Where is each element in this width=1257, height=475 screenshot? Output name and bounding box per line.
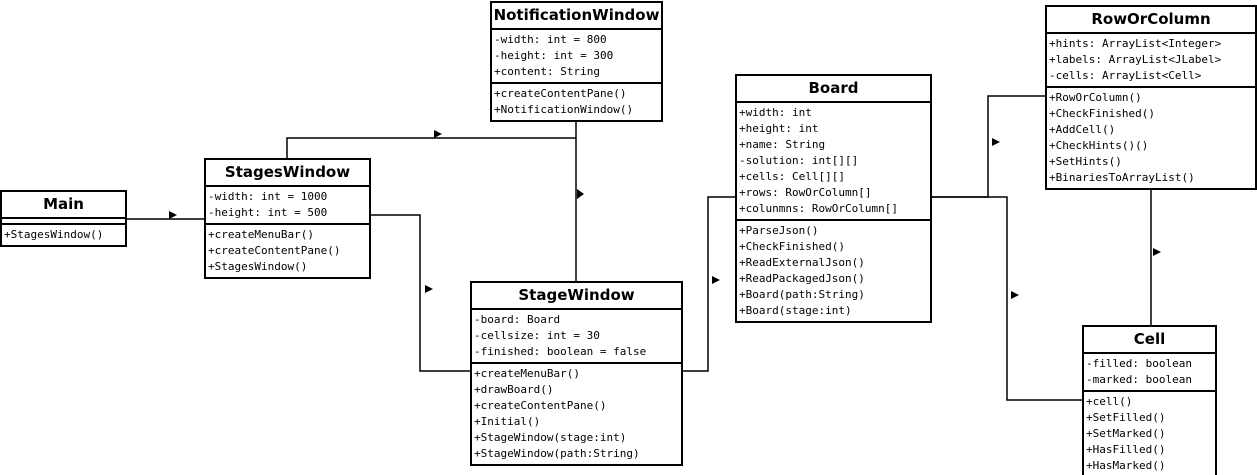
method: +SetHints() [1049,155,1122,168]
class-name: Main [2,192,125,219]
attribute-section: -width: int = 1000 -height: int = 500 [206,187,369,225]
attribute-section: +hints: ArrayList<Integer> +labels: Array… [1047,34,1255,88]
method: +Board(path:String) [739,288,865,301]
attribute: +name: String [739,138,826,151]
direction-arrow-right [712,276,720,284]
method-section: +createMenuBar() +drawBoard() +createConte… [472,364,681,464]
stageswindow-to-notification-line [286,137,576,158]
attribute: -board: Board [474,313,561,326]
attribute: +colunmns: RowOrColumn[] [739,202,898,215]
class-name: StagesWindow [206,160,369,187]
class-cell: Cell -filled: boolean -marked: boolean +cel… [1082,325,1217,475]
method: +CheckHints()() [1049,139,1149,152]
attribute-section: +width: int +height: int +name: String -sol… [737,103,930,221]
attribute: +content: String [494,65,600,78]
method-section: +StagesWindow() [2,225,125,245]
method: +Board(stage:int) [739,304,852,317]
method: +createMenuBar() [474,367,580,380]
attribute-section [2,219,125,225]
method: +createContentPane() [208,244,341,257]
class-stagewindow: StageWindow -board: Board -cellsize: int =… [470,281,683,466]
attribute: +labels: ArrayList<JLabel> [1049,53,1222,66]
attribute: +height: int [739,122,819,135]
method-section: +RowOrColumn() +CheckFinished() +AddCell()… [1047,88,1255,188]
method: +ReadPackagedJson() [739,272,865,285]
attribute: -width: int = 800 [494,33,607,46]
method: +CheckFinished() [739,240,845,253]
method: +CheckFinished() [1049,107,1155,120]
attribute-section: -board: Board -cellsize: int = 30 -finishe… [472,310,681,364]
class-main: Main +StagesWindow() [0,190,127,247]
attribute: +rows: RowOrColumn[] [739,186,872,199]
method: +StagesWindow() [208,260,308,273]
method: +SetMarked() [1086,427,1166,440]
method: +createContentPane() [494,87,627,100]
method: +HasFilled() [1086,443,1166,456]
method: +StagesWindow() [4,228,104,241]
method: +SetFilled() [1086,411,1166,424]
class-roworcolumn: RowOrColumn +hints: ArrayList<Integer> +la… [1045,5,1257,190]
method: +StageWindow(path:String) [474,447,640,460]
attribute: -filled: boolean [1086,357,1192,370]
class-name: NotificationWindow [492,3,661,30]
method: +createContentPane() [474,399,607,412]
method: +BinariesToArrayList() [1049,171,1195,184]
direction-arrow-right [1153,248,1161,256]
attribute: -marked: boolean [1086,373,1192,386]
attribute: +cells: Cell[][] [739,170,845,183]
class-notificationwindow: NotificationWindow -width: int = 800 -heig… [490,1,663,122]
attribute: +width: int [739,106,812,119]
method: +createMenuBar() [208,228,314,241]
attribute: -height: int = 300 [494,49,614,62]
method: +HasMarked() [1086,459,1166,472]
method-section: +ParseJson() +CheckFinished() +ReadExterna… [737,221,930,321]
attribute: -cells: ArrayList<Cell> [1049,69,1202,82]
class-board: Board +width: int +height: int +name: Strin… [735,74,932,323]
attribute: -height: int = 500 [208,206,328,219]
attribute: +hints: ArrayList<Integer> [1049,37,1222,50]
attribute: -width: int = 1000 [208,190,328,203]
class-name: Board [737,76,930,103]
attribute: -cellsize: int = 30 [474,329,600,342]
method: +RowOrColumn() [1049,91,1142,104]
direction-arrow-right [434,130,442,138]
method: +Initial() [474,415,541,428]
class-name: StageWindow [472,283,681,310]
direction-arrow-right [169,211,177,219]
method-section: +cell() +SetFilled() +SetMarked() +HasFille… [1084,392,1215,475]
direction-arrow-right [992,138,1000,146]
method: +cell() [1086,395,1133,408]
attribute-section: -width: int = 800 -height: int = 300 +cont… [492,30,661,84]
attribute: -finished: boolean = false [474,345,647,358]
attribute-section: -filled: boolean -marked: boolean [1084,354,1215,392]
attribute: -solution: int[][] [739,154,859,167]
class-stageswindow: StagesWindow -width: int = 1000 -height: i… [204,158,371,279]
direction-arrow-right [1011,291,1019,299]
method-section: +createContentPane() +NotificationWindow(… [492,84,661,120]
stagewindow-to-board-line [682,196,736,372]
method: +AddCell() [1049,123,1116,136]
board-to-roworcolumn-line [931,95,1046,198]
class-name: RowOrColumn [1047,7,1255,34]
class-name: Cell [1084,327,1215,354]
method: +drawBoard() [474,383,554,396]
board-to-cell-line [931,196,1083,401]
method: +ParseJson() [739,224,819,237]
method-section: +createMenuBar() +createContentPane() +Sta… [206,225,369,277]
direction-arrow-down [577,189,584,199]
stageswindow-to-stagewindow-line [370,214,471,372]
direction-arrow-right [425,285,433,293]
method: +StageWindow(stage:int) [474,431,627,444]
method: +NotificationWindow() [494,103,634,116]
method: +ReadExternalJson() [739,256,865,269]
